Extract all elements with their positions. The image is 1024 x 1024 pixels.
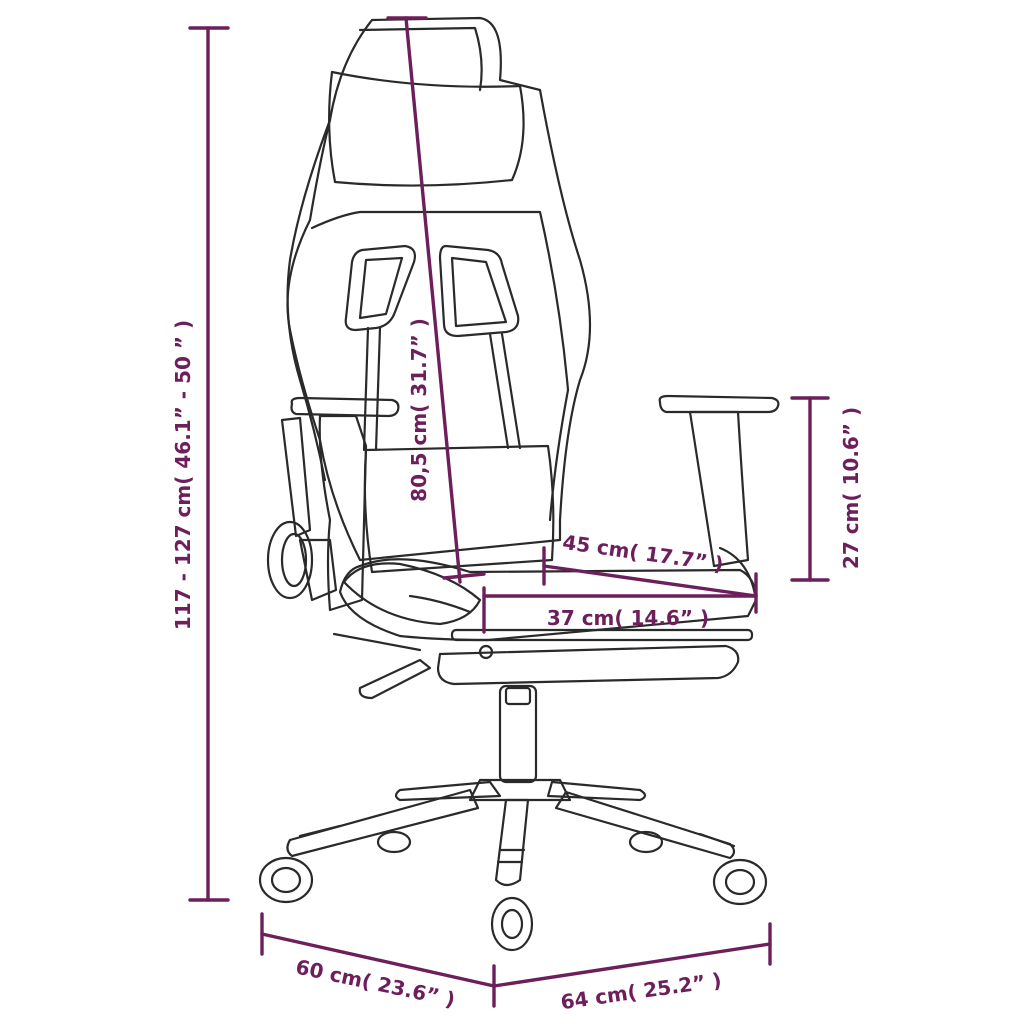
label-base-right: 64 cm( 25.2” ) <box>559 968 723 1014</box>
cutout-right <box>438 244 520 338</box>
base-leg-back-right <box>546 780 647 802</box>
base-leg-right <box>554 790 736 860</box>
base-leg-back-left <box>394 780 502 802</box>
armrest-left-post <box>318 414 368 612</box>
backrest-outline <box>286 16 592 562</box>
label-seat-width: 45 cm( 17.7” ) <box>561 530 725 576</box>
tilt-lever <box>358 658 432 700</box>
armrest-left-pad <box>290 396 400 418</box>
base-leg-front <box>494 798 530 887</box>
seat-bolster <box>342 562 482 626</box>
dim-base-left-line <box>260 932 496 988</box>
cutout-right-inner <box>450 256 508 328</box>
footrest <box>436 644 740 686</box>
label-seat-depth: 37 cm( 14.6” ) <box>547 606 709 630</box>
label-base-left: 60 cm( 23.6” ) <box>294 955 458 1012</box>
backrest-inner <box>310 26 570 522</box>
headrest-pillow <box>328 70 525 187</box>
armrest-right-post <box>688 410 750 568</box>
caster-left <box>258 856 314 904</box>
caster-back-left <box>376 830 412 854</box>
base-hub <box>468 778 572 802</box>
caster-front <box>490 896 534 952</box>
armrest-right-pad <box>658 394 780 414</box>
label-armrest-height: 27 cm( 10.6” ) <box>839 407 863 569</box>
backrest-wing-left <box>286 118 332 482</box>
caster-back-right <box>628 830 664 854</box>
gas-cylinder <box>498 684 538 784</box>
recline-knob <box>266 520 314 600</box>
label-backrest-height: 80,5 cm( 31.7” ) <box>407 318 431 502</box>
chair-drawing <box>258 16 780 952</box>
lumbar-cushion <box>363 444 555 574</box>
base-leg-left <box>286 788 480 858</box>
cutout-left-inner <box>358 256 404 320</box>
dim-backrest-line <box>404 16 462 584</box>
label-total-height: 117 - 127 cm( 46.1” - 50 ” ) <box>171 320 195 630</box>
dim-base-right-line <box>492 942 772 988</box>
dim-seat-width-line <box>542 564 758 598</box>
cutout-left <box>344 244 417 332</box>
dimension-lines <box>188 16 830 1008</box>
caster-right <box>712 858 768 906</box>
